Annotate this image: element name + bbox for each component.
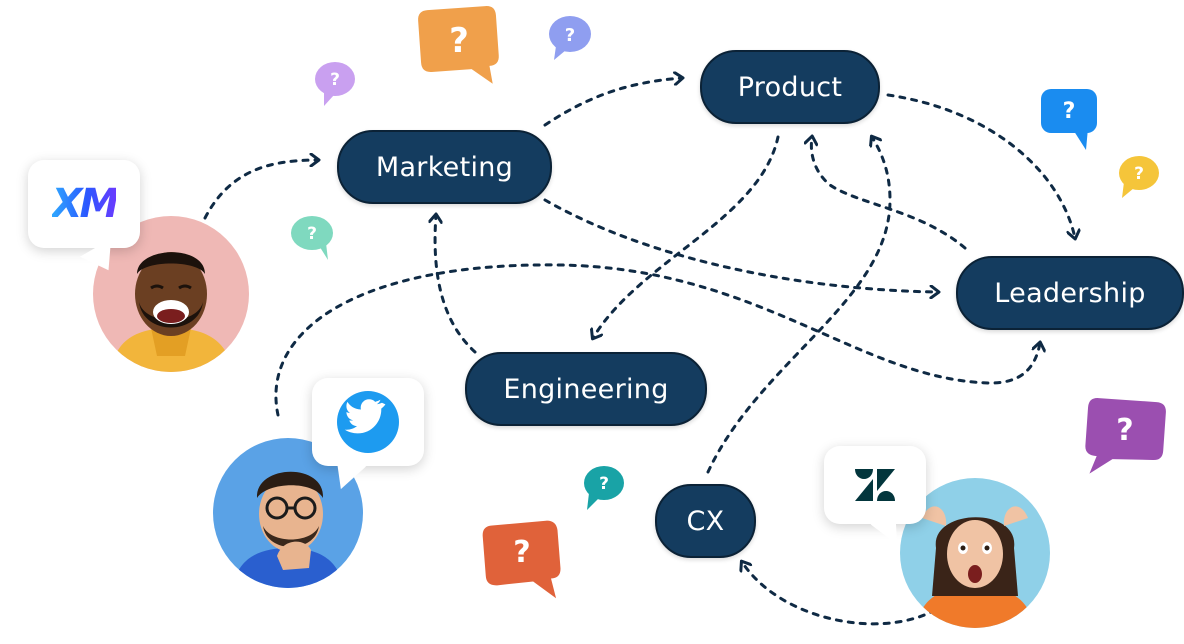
twitter-bird-icon [337,391,399,453]
zendesk-logo-card [824,446,926,524]
question-bubble-teal: ? [583,466,625,510]
node-marketing: Marketing [337,130,552,204]
node-cx: CX [655,484,756,558]
arrow-avatar2-to-leadership [274,263,1040,417]
question-bubble-orange: ? [418,6,500,84]
twitter-logo-card [312,378,424,466]
node-product: Product [700,50,880,124]
node-engineering: Engineering [465,352,707,426]
arrow-avatar1-to-marketing [203,160,318,220]
question-bubble-yellow: ? [1118,156,1160,198]
question-bubble-red-orange: ? [482,520,562,599]
xm-logo-card: XM [28,160,140,248]
question-bubble-blue: ? [1040,88,1098,150]
arrow-product-to-leadership [886,93,1075,238]
arrow-product-to-engineering [593,135,780,338]
node-leadership: Leadership [956,256,1184,330]
xm-logo: XM [51,181,120,227]
question-bubble-periwinkle: ? [548,16,592,60]
question-bubble-purple-light: ? [314,62,356,106]
arrow-cx-to-product [706,137,892,474]
arrow-marketing-to-leadership [543,198,938,292]
question-bubble-violet: ? [1084,398,1166,474]
arrow-engineering-to-marketing [435,215,477,354]
arrow-marketing-to-product [543,78,682,127]
zendesk-icon [855,469,895,501]
arrow-avatar3-to-cx [742,562,937,626]
question-bubble-mint: ? [290,216,334,260]
arrow-leadership-to-product [811,137,967,250]
